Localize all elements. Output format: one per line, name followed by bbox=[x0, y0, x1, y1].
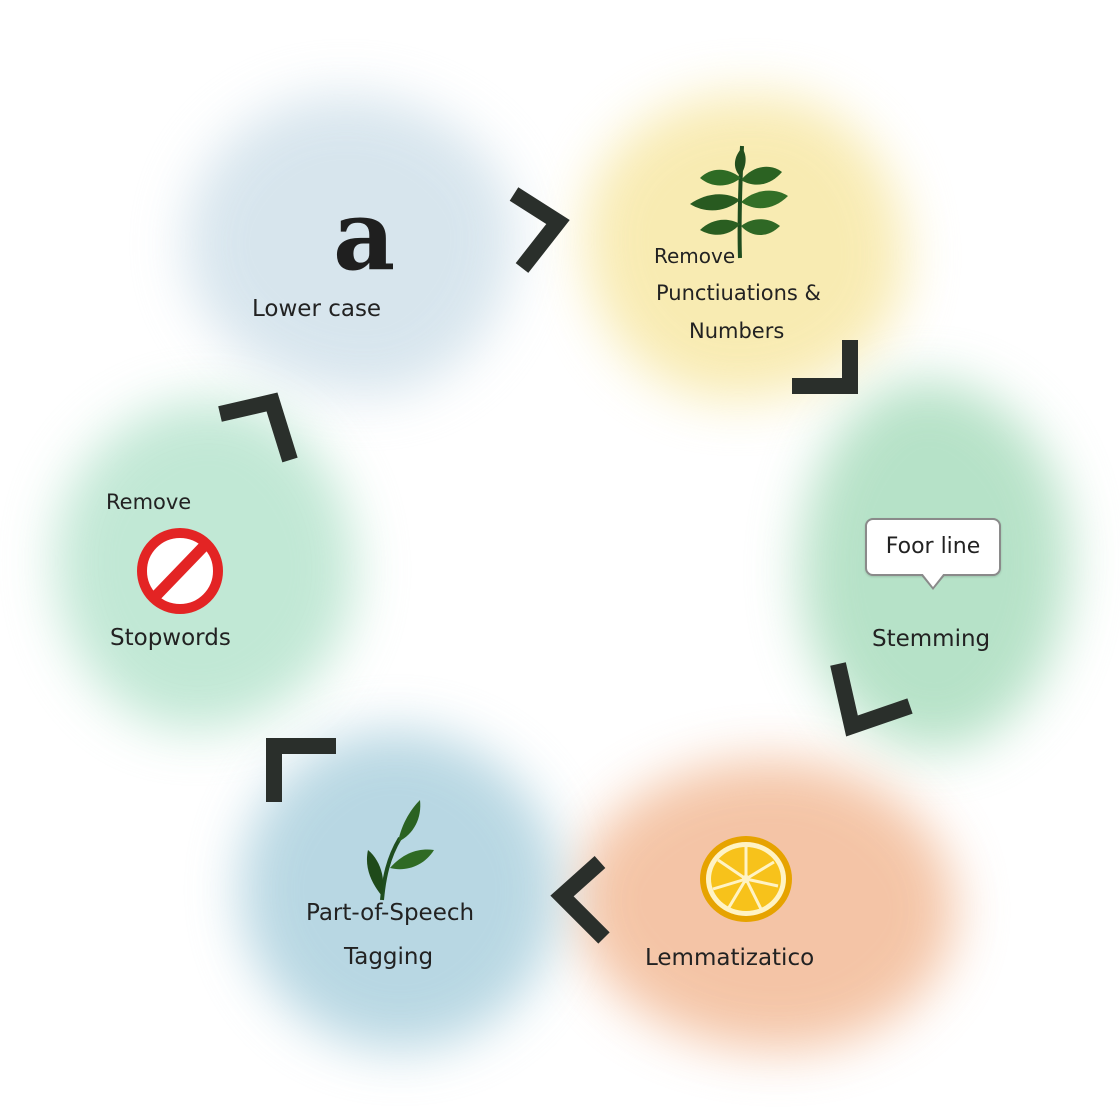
stopwords-line1: Remove bbox=[106, 490, 192, 514]
letter-a-icon: a bbox=[333, 179, 396, 292]
lemmatization-label: Lemmatizatico bbox=[645, 945, 815, 971]
arrow-punctuation-to-stemming-icon bbox=[792, 340, 858, 394]
punctuation-line3: Numbers bbox=[689, 319, 785, 343]
arrow-pos-to-stopwords-icon bbox=[266, 738, 336, 802]
prohibited-icon bbox=[137, 528, 223, 614]
plant-leaves-icon bbox=[690, 145, 788, 259]
arrow-stopwords-to-lowercase-icon bbox=[218, 392, 298, 463]
lower-case-blob bbox=[185, 95, 515, 395]
arrow-stemming-to-lemmatization-icon bbox=[830, 662, 913, 737]
lemon-slice-icon bbox=[700, 836, 792, 922]
pos-tagging-line2: Tagging bbox=[344, 944, 434, 970]
punctuation-line2: Punctiuations & bbox=[656, 281, 821, 305]
speech-bubble-icon: Foor line bbox=[865, 518, 1001, 576]
sprout-icon bbox=[366, 800, 434, 901]
stemming-label: Stemming bbox=[872, 626, 991, 652]
pos-tagging-line1: Part-of-Speech bbox=[306, 900, 475, 926]
pos-tagging-blob bbox=[240, 730, 560, 1050]
speech-bubble-tail-fill bbox=[922, 573, 944, 587]
punctuation-line1: Remove bbox=[654, 244, 736, 268]
arrow-lowercase-to-punctuation-icon bbox=[509, 187, 570, 273]
stopwords-line2: Stopwords bbox=[110, 625, 231, 651]
lower-case-label: Lower case bbox=[252, 296, 382, 322]
arrow-lemmatization-to-pos-icon bbox=[550, 856, 610, 944]
